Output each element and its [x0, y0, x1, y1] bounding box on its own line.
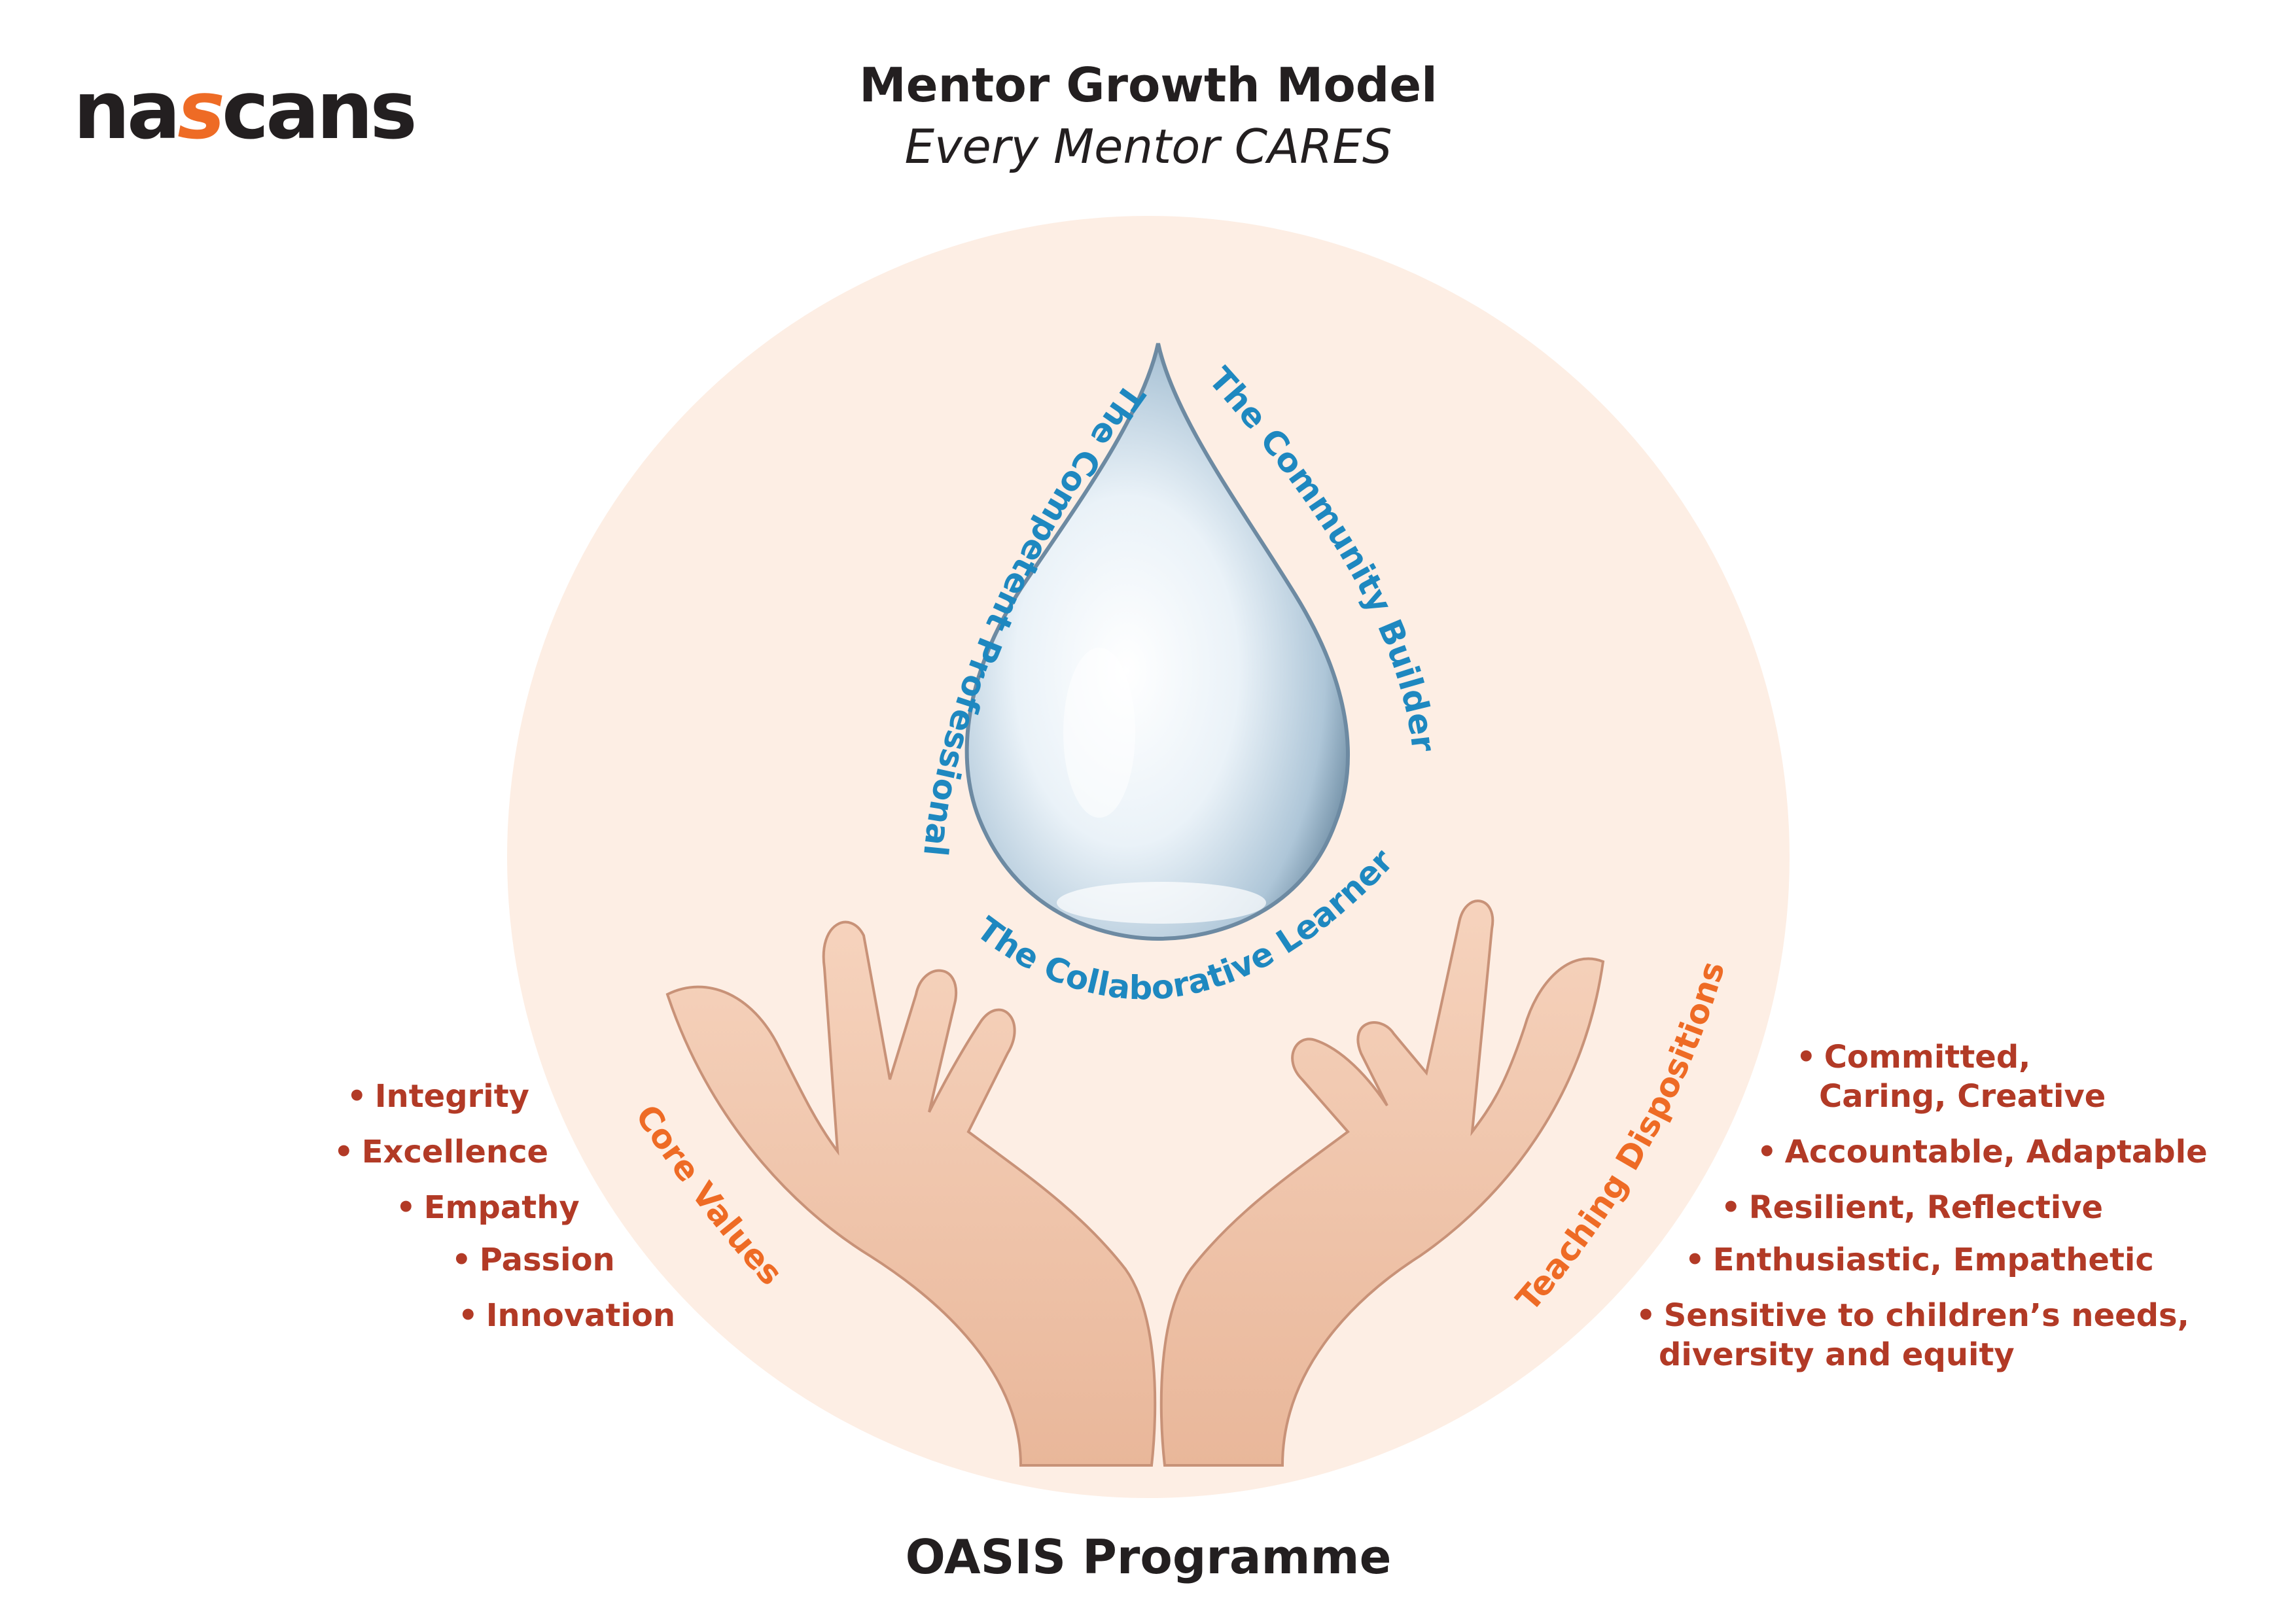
cupped-hands-icon — [665, 899, 1605, 1467]
water-drop-icon — [964, 343, 1350, 941]
list-item: •Enthusiastic, Empathetic — [1685, 1242, 2154, 1278]
list-item: •Sensitive to children’s needs, — [1636, 1297, 2189, 1334]
list-item: •Passion — [451, 1242, 615, 1278]
list-item: diversity and equity — [1659, 1336, 2015, 1373]
list-item: •Innovation — [458, 1297, 676, 1334]
list-item: •Excellence — [334, 1134, 549, 1170]
list-item: Caring, Creative — [1819, 1078, 2106, 1115]
page-subtitle: Every Mentor CARES — [904, 119, 1392, 174]
list-item: •Accountable, Adaptable — [1757, 1134, 2208, 1170]
list-item: •Empathy — [396, 1189, 580, 1226]
nascans-logo: nascans — [73, 64, 417, 157]
list-item: •Committed, — [1796, 1039, 2031, 1075]
list-item: •Integrity — [347, 1078, 529, 1115]
programme-title: OASIS Programme — [905, 1529, 1392, 1584]
list-item: •Resilient, Reflective — [1721, 1189, 2104, 1226]
page-title: Mentor Growth Model — [859, 58, 1438, 113]
